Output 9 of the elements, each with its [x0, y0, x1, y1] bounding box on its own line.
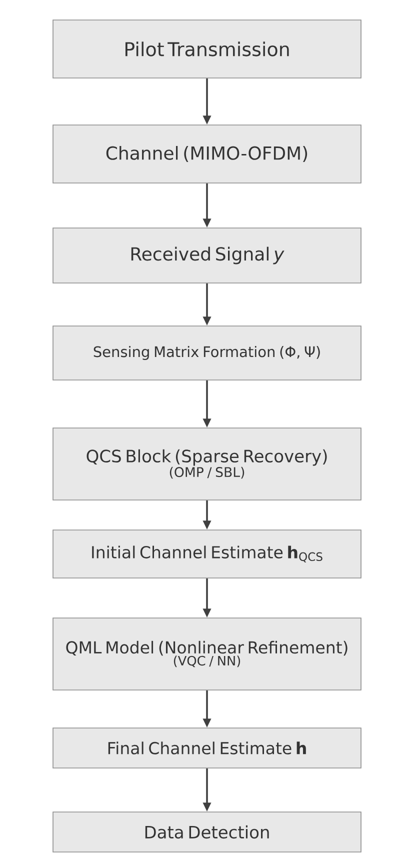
process-box: Received Signal y [52, 228, 362, 284]
process-box: Initial Channel Estimate h$_{QCS}$ [52, 530, 362, 578]
process-box: Pilot Transmission [52, 20, 362, 78]
process-box: Sensing Matrix Formation (Φ, Ψ) [52, 326, 362, 380]
process-box: Channel (MIMO-OFDM) [52, 124, 362, 184]
process-box: QML Model (Nonlinear Refinement) (VQC / NN) [52, 618, 362, 690]
process-box: Data Detection [52, 812, 362, 852]
process-box: QCS Block (Sparse Recovery) (OMP / SBL) [52, 428, 362, 500]
process-box: Final Channel Estimate h [52, 728, 362, 768]
